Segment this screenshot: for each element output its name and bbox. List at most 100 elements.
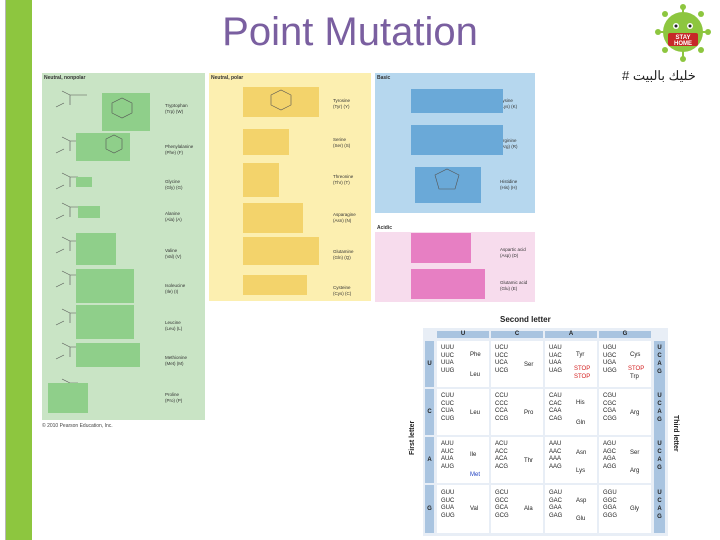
amino-acid-abbr: (Asp) (D): [500, 253, 519, 258]
amino-acid-label: Gly: [630, 506, 639, 512]
amino-acid-name: Methionine: [165, 355, 188, 360]
amino-acid-label: Glu: [576, 516, 586, 522]
third-letter: U: [657, 441, 662, 447]
third-letter: U: [657, 490, 662, 496]
amino-acid-abbr: (Glu) (E): [500, 286, 518, 291]
polar-header: Neutral, polar: [211, 75, 244, 81]
logo-stay-text: STAY: [675, 35, 690, 41]
amino-acid-name: Lysine: [500, 98, 513, 103]
amino-acid-label: Cys: [630, 352, 641, 358]
codon-list: ACU ACC ACA ACG: [495, 441, 509, 470]
amino-acid-abbr: (Ala) (A): [165, 217, 182, 222]
amino-acid-label: Ser: [630, 450, 640, 456]
amino-acid-label: Pro: [524, 410, 534, 416]
amino-acid-name: Glycine: [165, 179, 181, 184]
third-letter: A: [657, 409, 662, 415]
third-letter: U: [657, 345, 662, 351]
codon-list: UGU UGC UGA UGG: [603, 345, 617, 374]
amino-acid-abbr: (Val) (V): [165, 254, 182, 259]
codon-cell: [545, 437, 597, 483]
codon-list: AAU AAC AAA AAG: [549, 441, 562, 470]
codon-cell: [599, 389, 651, 435]
copyright-text: © 2010 Pearson Education, Inc.: [42, 423, 113, 429]
codon-cell: [491, 341, 543, 387]
amino-acid-label: Val: [470, 506, 479, 512]
row-header-c: C: [425, 389, 434, 435]
codon-cell: [491, 389, 543, 435]
codon-cell: [545, 389, 597, 435]
amino-acid-label: His: [576, 400, 585, 406]
column-header-g: G: [599, 331, 651, 338]
codon-cell: [437, 485, 489, 533]
start-codon-label: Met: [470, 472, 481, 478]
basic-header: Basic: [377, 75, 391, 81]
codon-list: AUU AUC AUA AUG: [441, 441, 455, 470]
amino-acid-abbr: (Ile) (I): [165, 289, 179, 294]
codon-cell: [545, 485, 597, 533]
codon-cell: [599, 341, 651, 387]
amino-acid-name: Threonine: [333, 174, 354, 179]
charged-structures-graphic: [411, 89, 503, 299]
amino-acid-abbr: (Leu) (L): [165, 326, 183, 331]
amino-acid-abbr: (Ser) (S): [333, 143, 351, 148]
codon-cell: [599, 437, 651, 483]
amino-acid-name: Tyrosine: [333, 98, 351, 103]
codon-cell: [491, 437, 543, 483]
slide-title: Point Mutation: [222, 10, 478, 54]
amino-acid-abbr: (Tyr) (Y): [333, 104, 350, 109]
amino-acid-abbr: (Thr) (T): [333, 180, 350, 185]
amino-acid-name: Histidine: [500, 179, 518, 184]
stop-codon-label: STOP: [574, 366, 591, 372]
amino-acid-label: Arg: [630, 410, 640, 416]
amino-acid-name: Tryptophan: [165, 103, 188, 108]
codon-list: CUU CUC CUA CUG: [441, 393, 455, 422]
codon-list: UAU UAC UAA UAG: [549, 345, 563, 374]
codon-list: GGU GGC GGA GGG: [603, 490, 618, 519]
amino-acid-name: Proline: [165, 392, 180, 397]
stay-home-virus-logo: STAY HOME: [655, 4, 711, 62]
polar-structures-graphic: [243, 87, 319, 295]
amino-acid-name: Glutamine: [333, 249, 354, 254]
amino-acid-abbr: (Gly) (G): [165, 185, 183, 190]
amino-acid-name: Valine: [165, 248, 178, 253]
amino-acid-label: Ile: [470, 452, 477, 458]
amino-acid-label: Thr: [524, 458, 533, 464]
third-letter: G: [657, 369, 662, 375]
logo-home-text: HOME: [674, 41, 692, 47]
amino-acid-name: Cysteine: [333, 285, 351, 290]
third-letter: A: [657, 506, 662, 512]
amino-acid-name: Glutamic acid: [500, 280, 528, 285]
codon-list: CCU CCC CCA CCG: [495, 393, 509, 422]
hashtag-label: # خليك بالبيت: [622, 68, 696, 83]
amino-acid-abbr: (Pro) (P): [165, 398, 183, 403]
codon-cell: [437, 341, 489, 387]
third-letter: C: [657, 353, 662, 359]
amino-acid-label: Tyr: [576, 352, 585, 358]
amino-acid-label: Phe: [470, 352, 481, 358]
third-letter: G: [657, 417, 662, 423]
third-letter-column: [654, 341, 665, 533]
amino-acid-label: Trp: [630, 374, 639, 380]
second-letter-label: Second letter: [500, 315, 551, 324]
codon-list: GUU GUC GUA GUG: [441, 490, 455, 519]
codon-cell: [545, 341, 597, 387]
amino-acid-abbr: (Arg) (R): [500, 144, 518, 149]
codon-cell: [491, 485, 543, 533]
row-header-a: A: [425, 437, 434, 483]
codon-cell: [599, 485, 651, 533]
amino-acid-name: Aspartic acid: [500, 247, 526, 252]
amino-acid-label: Ser: [524, 362, 534, 368]
codon-list: CGU CGC CGA CGG: [603, 393, 617, 422]
third-letter: A: [657, 457, 662, 463]
codon-cell: [437, 437, 489, 483]
third-letter: C: [657, 449, 662, 455]
codon-cell: [437, 389, 489, 435]
first-letter-label: First letter: [409, 420, 416, 455]
codon-list: UUU UUC UUA UUG: [441, 345, 455, 374]
amino-acid-abbr: (Asn) (N): [333, 218, 352, 223]
nonpolar-header: Neutral, nonpolar: [44, 75, 86, 81]
codon-list: AGU AGC AGA AGG: [603, 441, 617, 470]
row-header-u: U: [425, 341, 434, 387]
amino-acid-label: Leu: [470, 372, 481, 378]
amino-acid-abbr: (Gln) (Q): [333, 255, 351, 260]
